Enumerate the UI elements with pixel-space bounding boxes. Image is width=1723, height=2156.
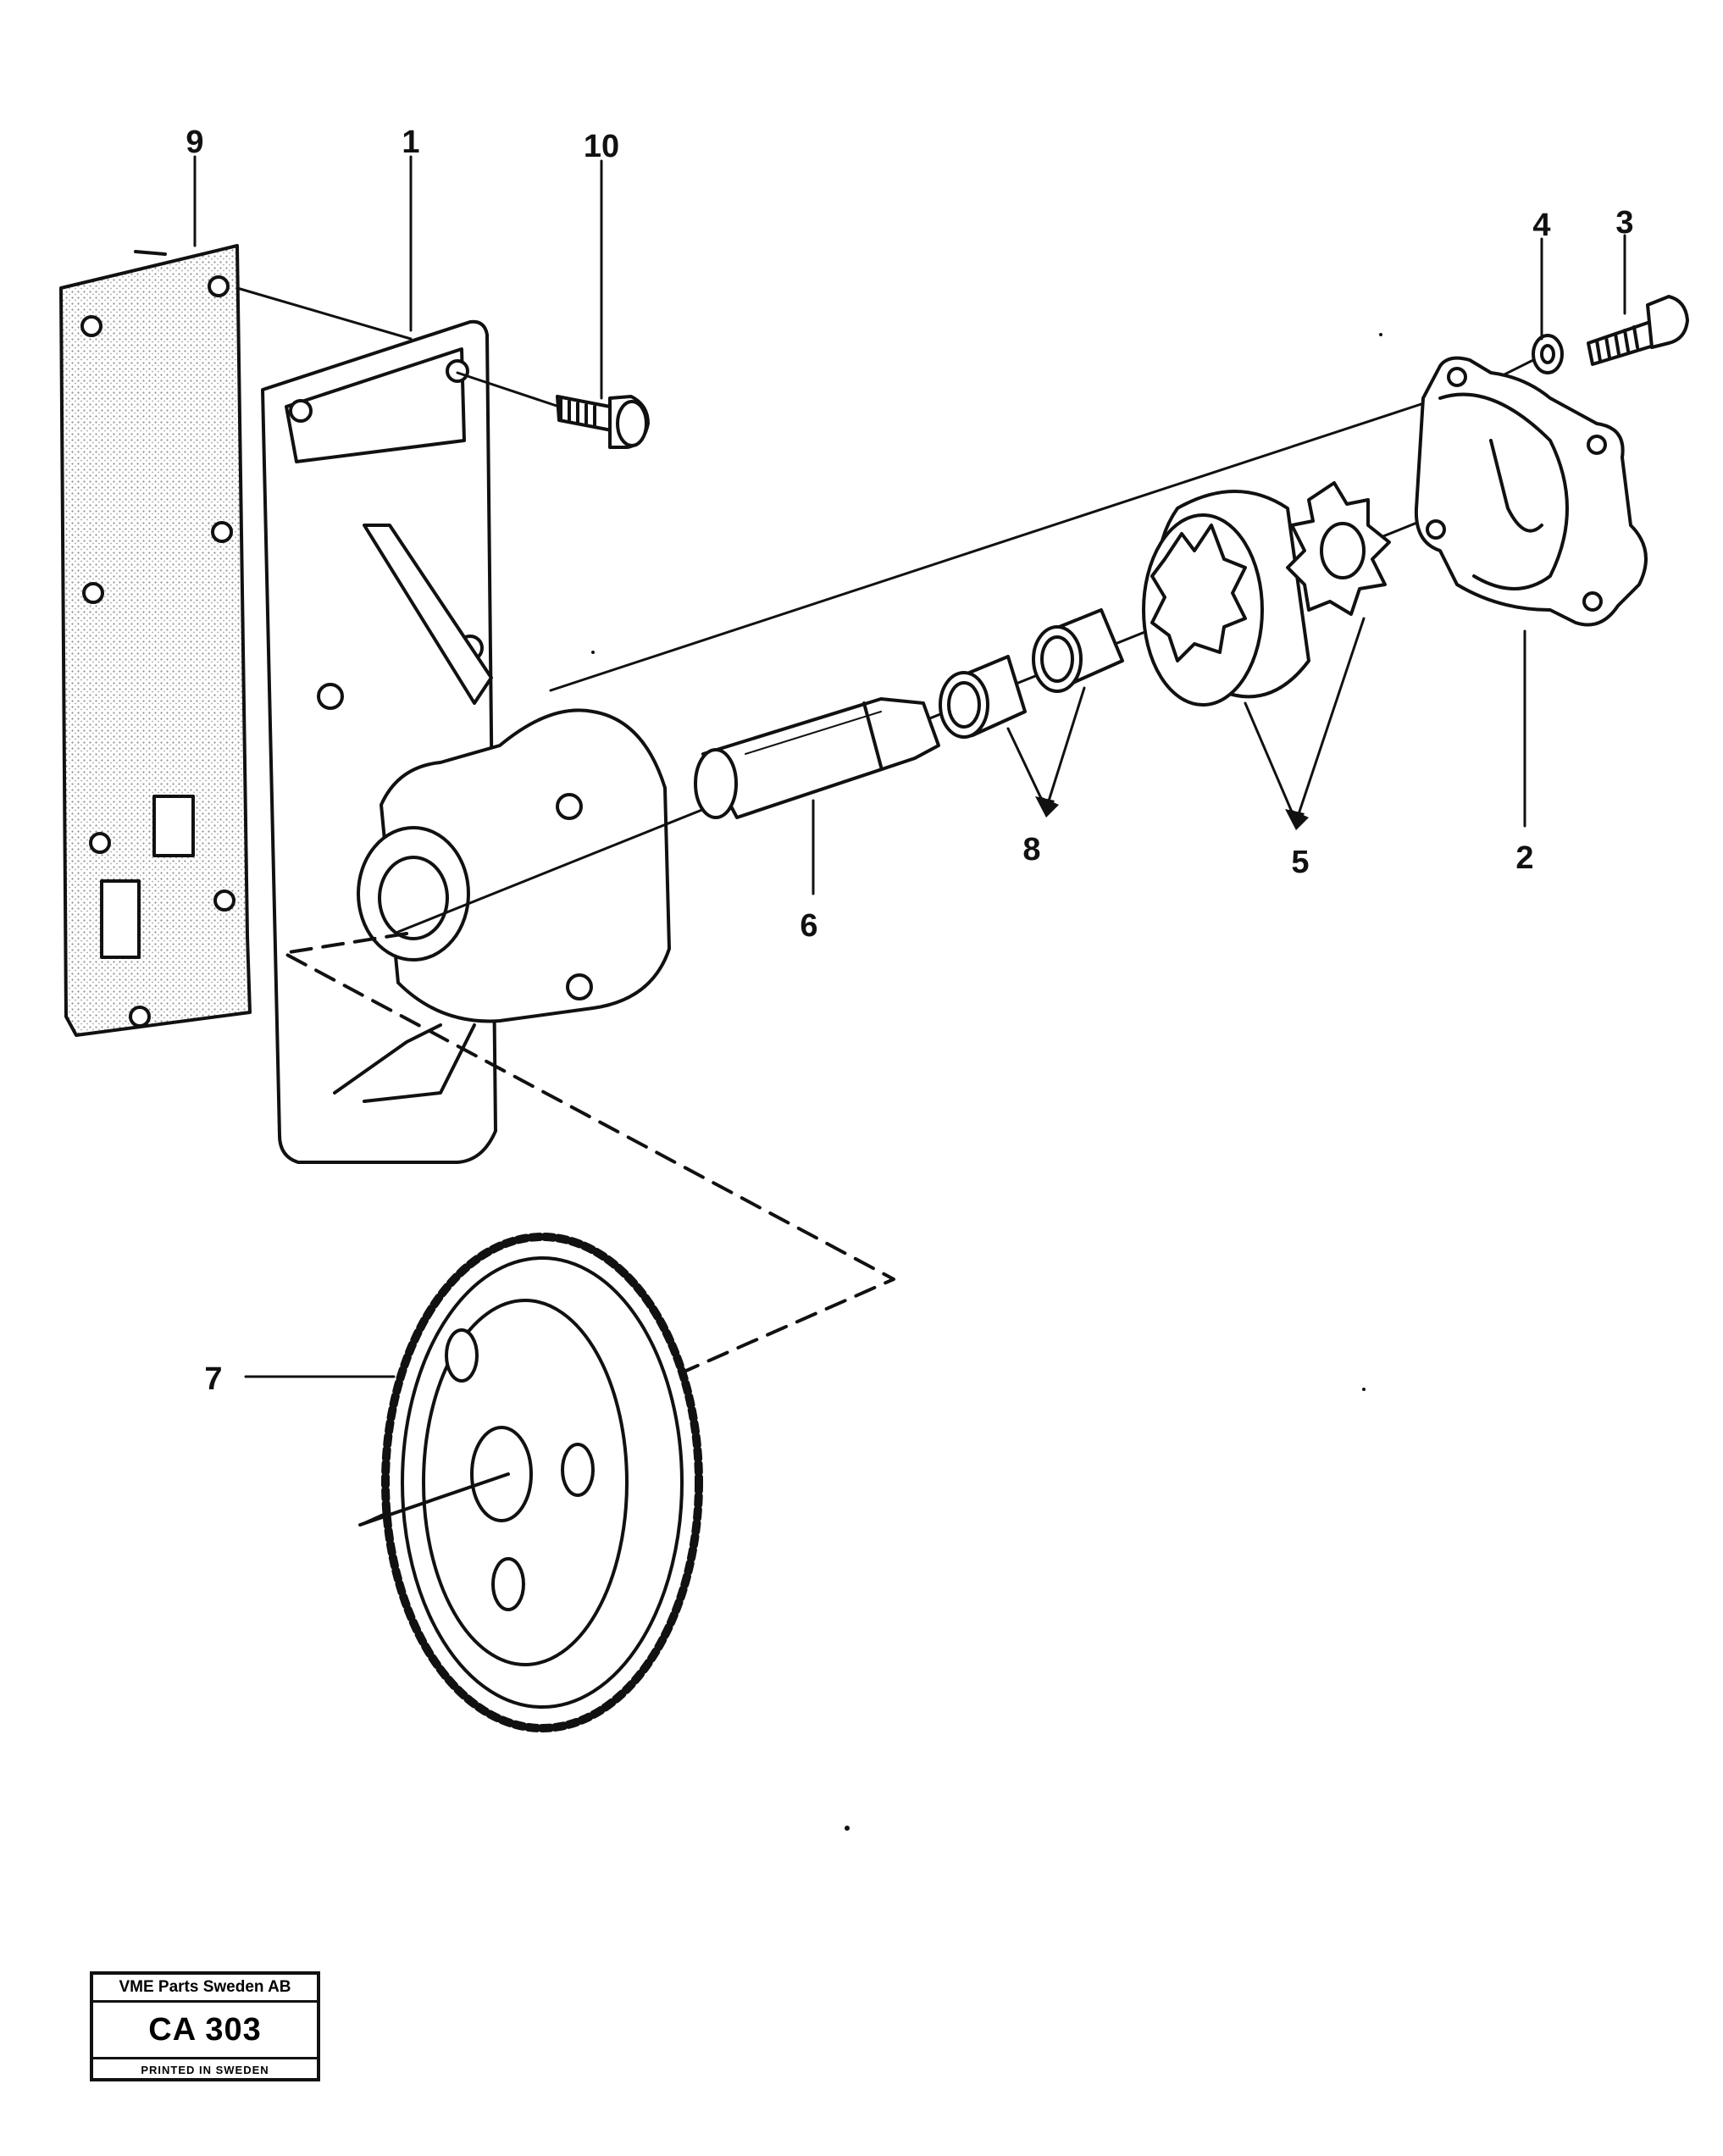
callout-2: 2 <box>1515 840 1533 876</box>
gasket-plate-part-9 <box>59 244 252 1037</box>
bearing-part-8b <box>1032 608 1124 693</box>
bolt-part-10 <box>556 395 650 449</box>
callout-9: 9 <box>186 125 203 160</box>
callout-10: 10 <box>584 129 619 164</box>
title-block-printed: PRINTED IN SWEDEN <box>141 2064 269 2076</box>
bearing-part-8a <box>939 655 1027 739</box>
callout-4: 4 <box>1532 208 1550 243</box>
callout-3: 3 <box>1615 205 1633 241</box>
callout-7: 7 <box>204 1361 222 1397</box>
gear-drive-dashed-line <box>282 932 895 1372</box>
callout-1: 1 <box>402 125 419 160</box>
shaft-part-6 <box>694 697 940 819</box>
cover-plate-part-2 <box>1414 356 1648 627</box>
title-block-company: VME Parts Sweden AB <box>93 1975 317 2003</box>
bolt-part-3 <box>1587 295 1689 366</box>
leader-arrowheads <box>1035 796 1309 830</box>
gear-part-7 <box>358 1233 703 1732</box>
callout-8: 8 <box>1022 832 1040 867</box>
callout-5: 5 <box>1291 845 1309 880</box>
rotor-set-part-5 <box>1142 481 1391 707</box>
pump-bracket-part-1 <box>261 319 497 1164</box>
title-block-code: CA 303 <box>93 2003 317 2059</box>
callout-6: 6 <box>800 908 817 944</box>
stray-dots <box>591 333 1382 1831</box>
washer-part-4 <box>1532 334 1564 374</box>
callout-labels: 9 1 10 4 3 2 5 8 6 7 <box>186 125 1633 1397</box>
title-block: VME Parts Sweden AB CA 303 PRINTED IN SW… <box>90 1971 320 2081</box>
